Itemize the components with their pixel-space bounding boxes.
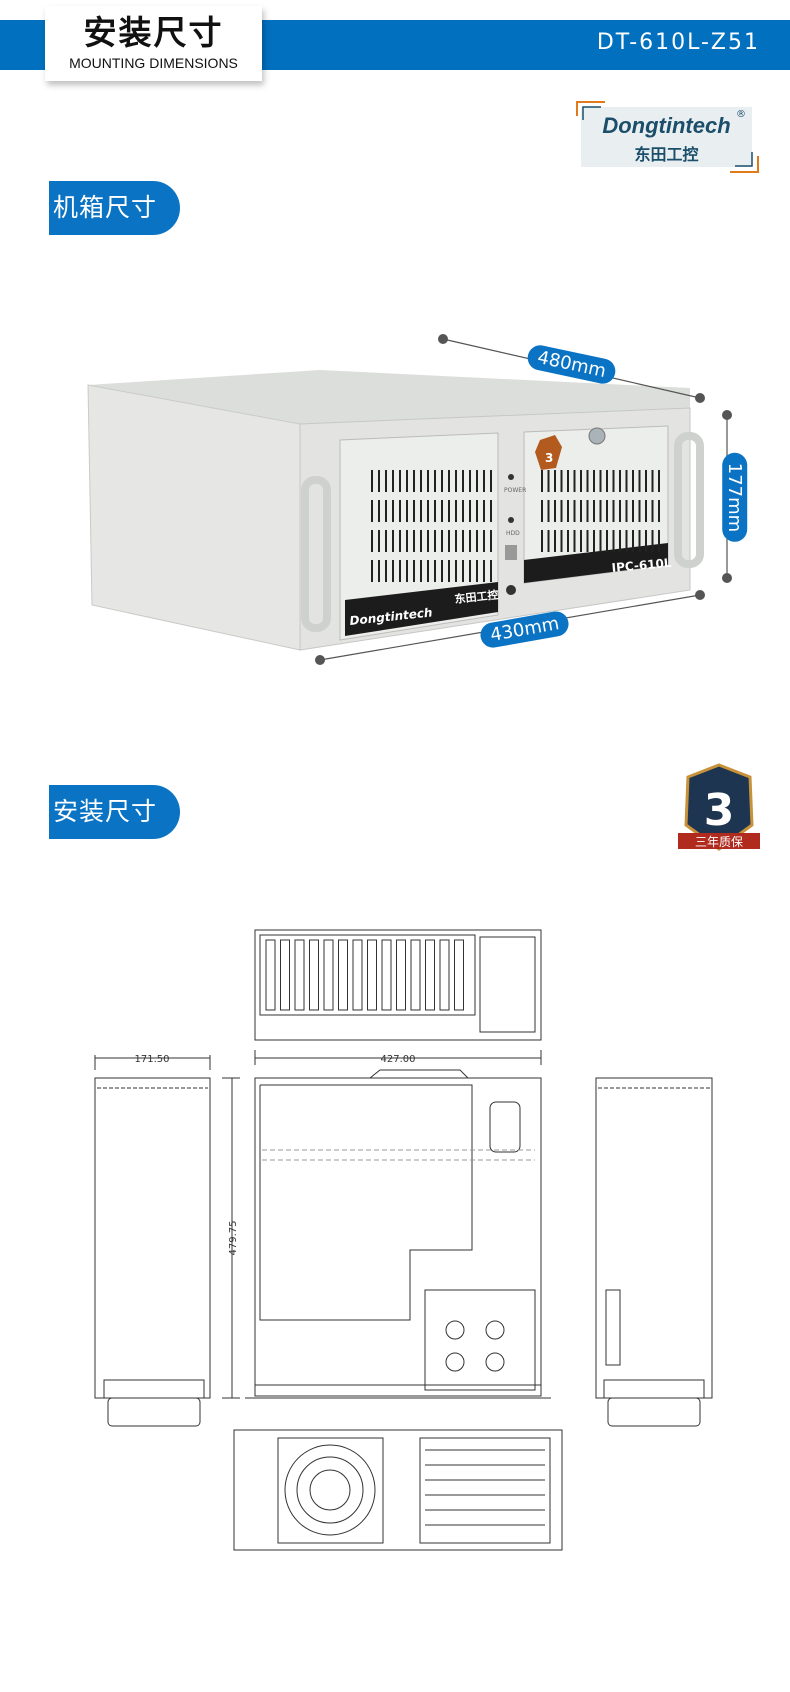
side-width-dim-label: 171.50 xyxy=(135,1054,170,1065)
top-view-drawing xyxy=(245,1069,551,1399)
expansion-slot xyxy=(309,939,319,1011)
warranty-badge: 3 三年质保 xyxy=(678,763,760,851)
expansion-slot xyxy=(425,939,435,1011)
chassis-illustration: 3 POWER HDD Dongtintech 东田工控 IPC-610L xyxy=(87,334,732,665)
led-power-label: POWER xyxy=(504,487,526,494)
expansion-slot xyxy=(439,939,450,1011)
depth-dim-label: 479.75 xyxy=(228,1221,239,1256)
section-mounting-size: 安装尺寸 xyxy=(49,785,180,839)
led-hdd-label: HDD xyxy=(506,530,520,537)
page-subtitle: MOUNTING DIMENSIONS xyxy=(69,55,238,71)
expansion-slot xyxy=(454,939,464,1011)
badge-text: 三年质保 xyxy=(695,835,743,849)
expansion-slot xyxy=(410,939,421,1011)
expansion-slot xyxy=(323,939,334,1011)
brand-en: Dongtintech xyxy=(602,113,731,138)
width-dim-label: 427.00 xyxy=(381,1054,416,1065)
svg-text:3: 3 xyxy=(545,451,553,465)
right-side-drawing xyxy=(595,1077,713,1427)
expansion-slot xyxy=(352,939,363,1011)
expansion-slot xyxy=(367,939,377,1011)
left-side-drawing: 171.50 479.75 xyxy=(94,1054,240,1427)
brand-cn: 东田工控 xyxy=(634,145,699,164)
expansion-slot xyxy=(265,939,276,1011)
expansion-slot xyxy=(294,939,305,1011)
page-title: 安装尺寸 xyxy=(83,13,224,52)
panel-brand-cn: 东田工控 xyxy=(454,587,499,606)
model-name: DT-610L-Z51 xyxy=(596,30,760,55)
section-chassis-size: 机箱尺寸 xyxy=(49,181,180,235)
expansion-slot xyxy=(280,939,290,1011)
panel-model: IPC-610L xyxy=(611,556,672,575)
logo-corner-marks xyxy=(576,101,759,173)
registered-mark: ® xyxy=(736,109,746,120)
rear-view-drawing: 427.00 xyxy=(254,929,542,1065)
badge-number: 3 xyxy=(704,785,735,836)
expansion-slot xyxy=(338,939,348,1011)
front-view-drawing xyxy=(233,1429,563,1551)
header-label-box: 安装尺寸 MOUNTING DIMENSIONS xyxy=(45,6,262,81)
expansion-slot xyxy=(396,939,406,1011)
expansion-slot xyxy=(381,939,392,1011)
brand-logo: ® Dongtintech 东田工控 xyxy=(581,107,752,167)
